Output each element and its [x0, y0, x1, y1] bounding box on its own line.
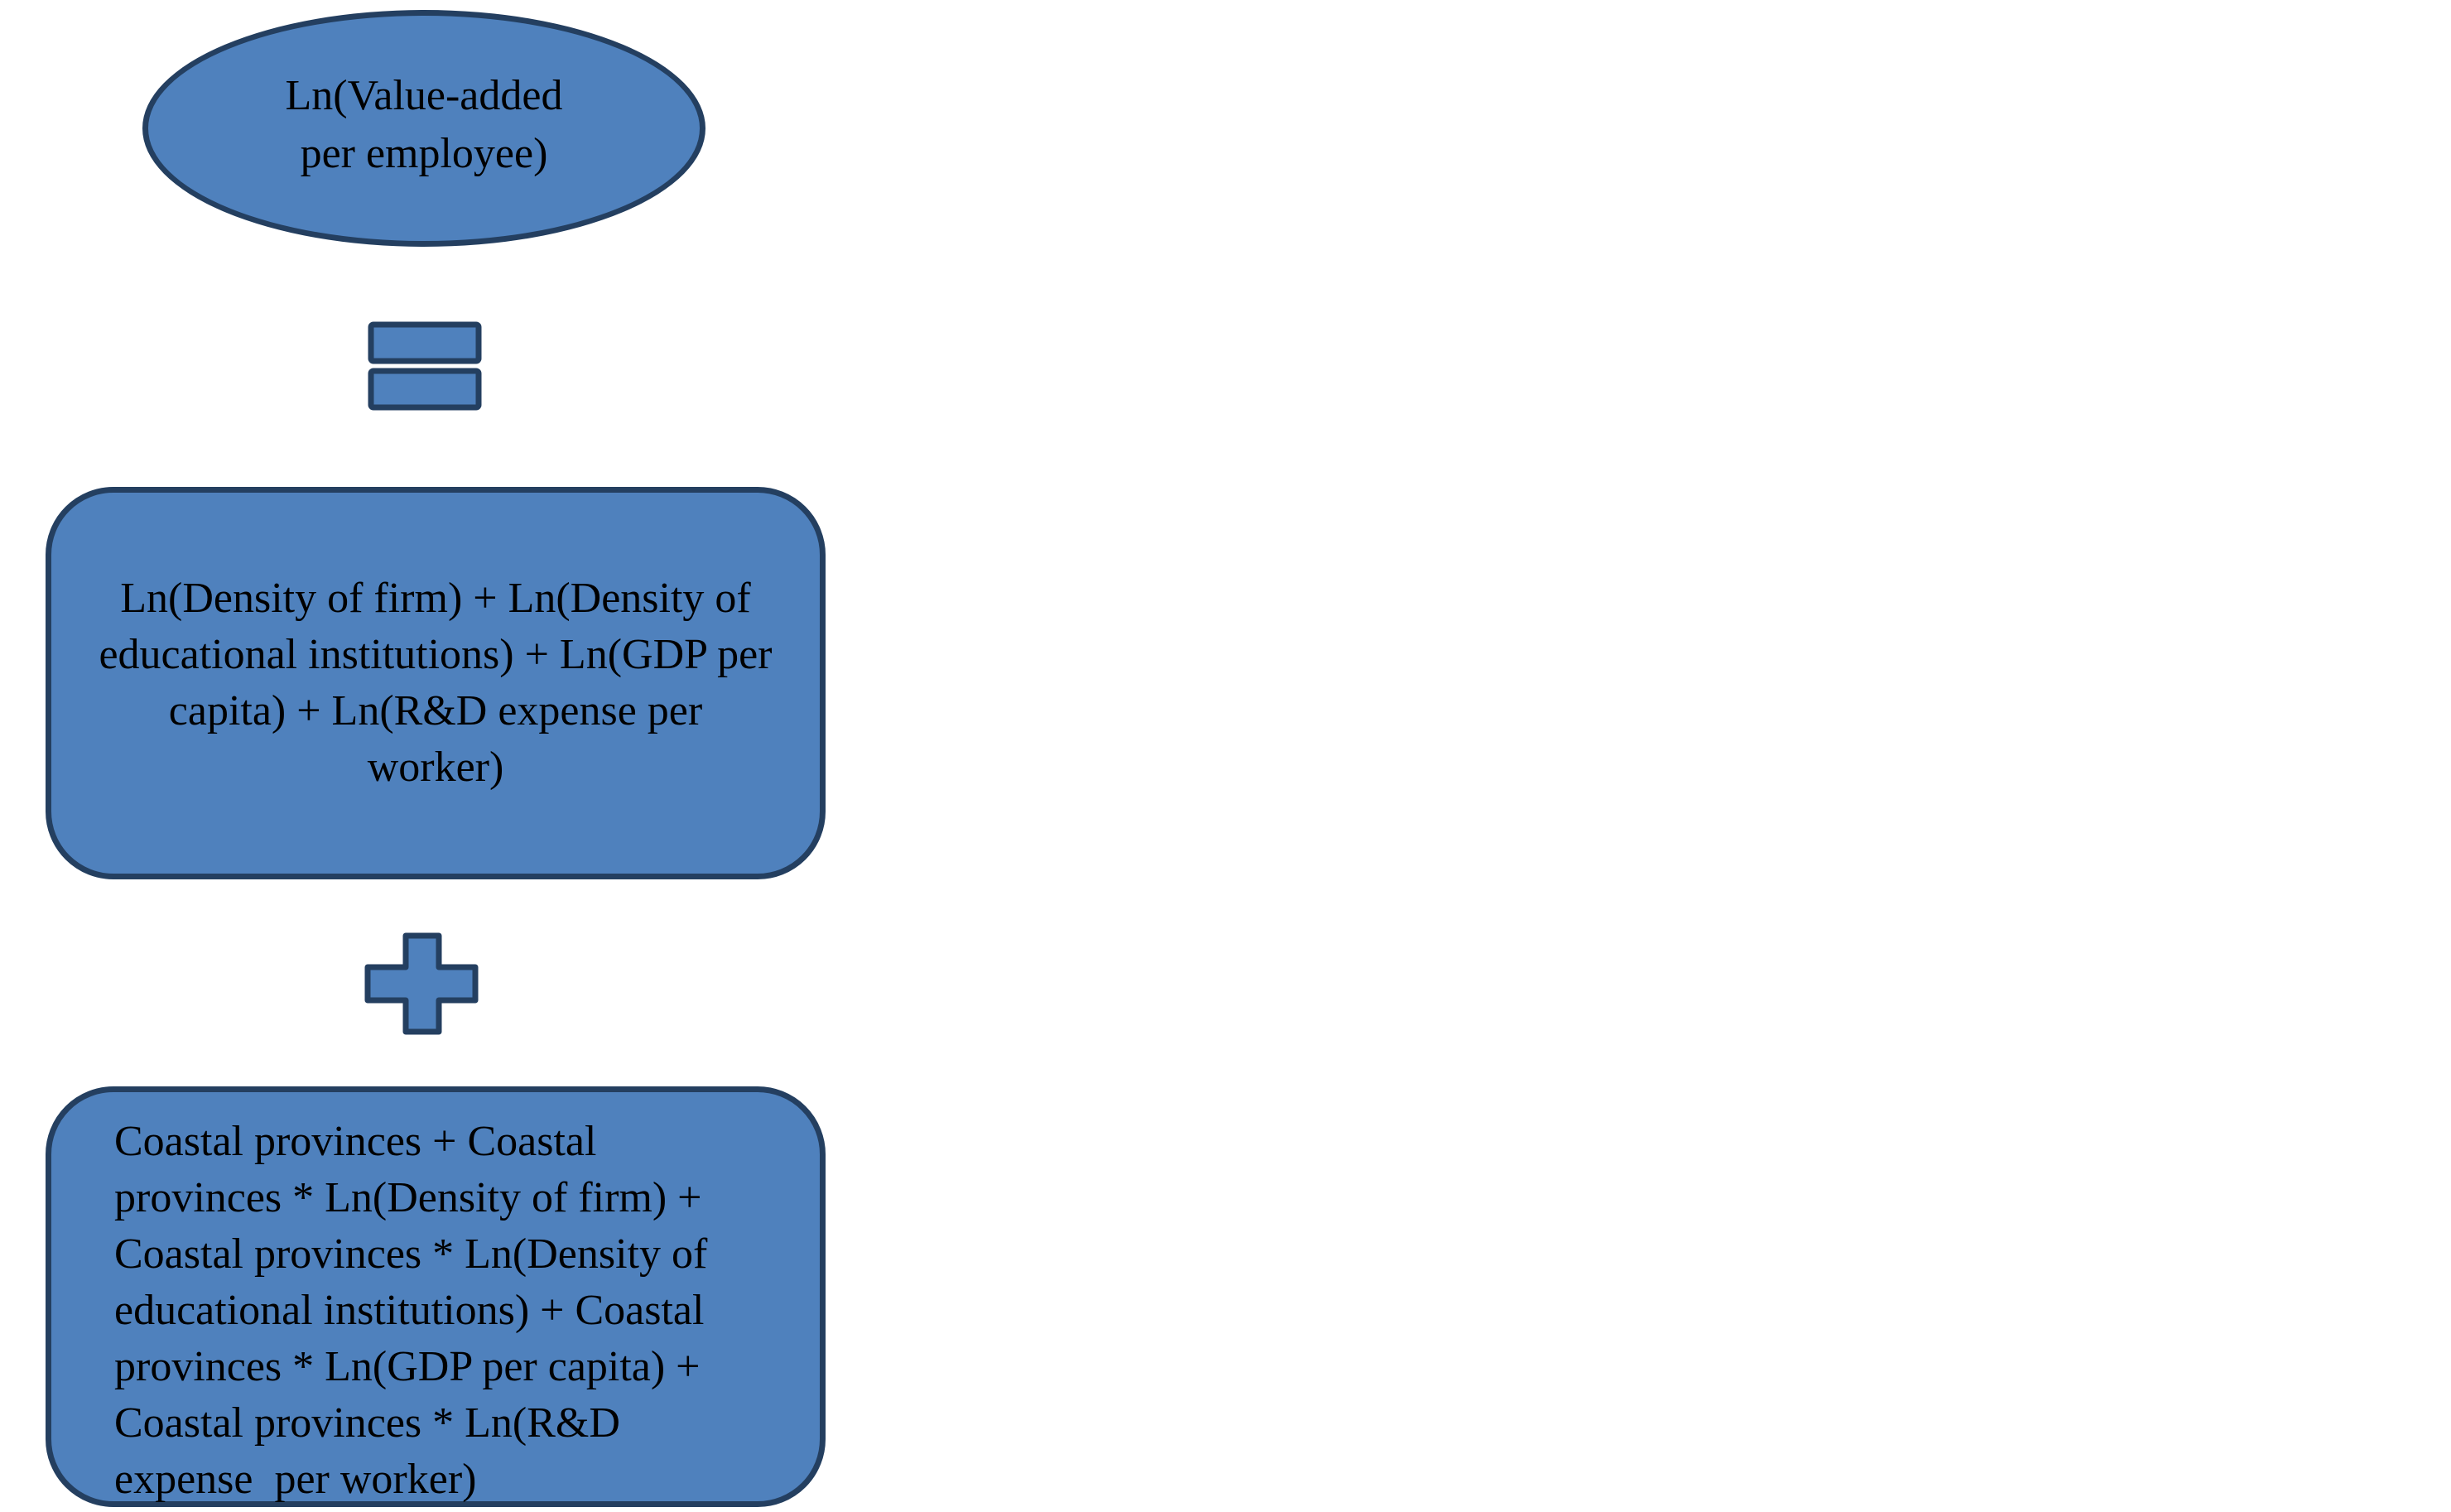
determinants-label: Ln(Density of firm) + Ln(Density of educ… [99, 575, 773, 791]
interactions-line-5: provinces * Ln(GDP per capita) + [114, 1343, 701, 1390]
dependent-variable-oval: Ln(Value-added per employee) [142, 10, 705, 247]
equals-icon [368, 321, 482, 411]
interactions-line-7: expense per worker) [114, 1456, 477, 1503]
interactions-label: Coastal provinces + Coastal provinces * … [114, 1114, 814, 1508]
interactions-line-6: Coastal provinces * Ln(R&D [114, 1399, 620, 1447]
determinants-box: Ln(Density of firm) + Ln(Density of educ… [46, 487, 826, 879]
plus-icon [364, 932, 479, 1035]
interactions-box: Coastal provinces + Coastal provinces * … [46, 1086, 826, 1507]
interactions-line-3: Coastal provinces * Ln(Density of [114, 1230, 708, 1278]
plus-shape [364, 932, 479, 1035]
interactions-line-2: provinces * Ln(Density of firm) + [114, 1174, 702, 1221]
equals-bottom-bar [368, 368, 482, 411]
dependent-variable-label: Ln(Value-added per employee) [242, 67, 606, 183]
interactions-line-4: educational institutions) + Coastal [114, 1287, 705, 1334]
dependent-variable-line-2: per employee) [300, 130, 548, 177]
dependent-variable-line-1: Ln(Value-added [285, 72, 563, 119]
equals-top-bar [368, 321, 482, 364]
interactions-line-1: Coastal provinces + Coastal [114, 1118, 597, 1165]
